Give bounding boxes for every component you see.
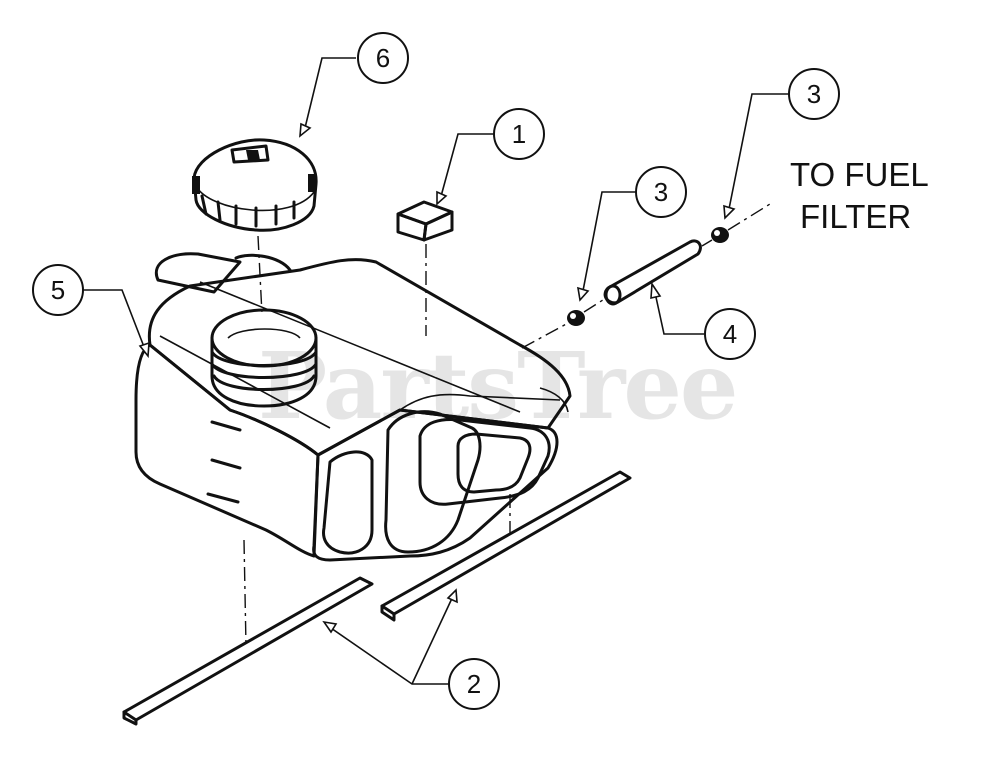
fuel-tank[interactable] — [134, 252, 572, 562]
leader-lines — [82, 57, 790, 685]
hose-clamp-left[interactable] — [567, 310, 585, 326]
balloon-5[interactable]: 5 — [32, 264, 84, 316]
balloon-2-label: 2 — [467, 669, 481, 699]
balloon-3b-label: 3 — [807, 79, 821, 109]
balloon-6[interactable]: 6 — [357, 32, 409, 84]
callout-line-2: FILTER — [800, 198, 911, 235]
balloon-1-label: 1 — [512, 119, 526, 149]
fuel-line[interactable] — [603, 239, 702, 306]
fuel-cap[interactable] — [192, 138, 318, 232]
assembly-center-lines — [243, 203, 771, 647]
balloon-3a-label: 3 — [654, 177, 668, 207]
balloon-4[interactable]: 4 — [704, 308, 756, 360]
hose-clamp-right[interactable] — [711, 227, 729, 243]
tank-mounting-strip-left[interactable] — [122, 576, 374, 726]
balloon-2[interactable]: 2 — [448, 658, 500, 710]
balloon-6-label: 6 — [376, 43, 390, 73]
callout-line-1: TO FUEL — [790, 156, 929, 193]
fuel-tank-pad[interactable] — [396, 200, 454, 242]
balloon-4-label: 4 — [723, 319, 737, 349]
to-fuel-filter-callout: TO FUEL FILTER — [790, 156, 929, 235]
balloon-5-label: 5 — [51, 275, 65, 305]
balloon-3b[interactable]: 3 — [788, 68, 840, 120]
balloon-3a[interactable]: 3 — [635, 166, 687, 218]
balloon-1[interactable]: 1 — [493, 108, 545, 160]
tank-mounting-strip-right[interactable] — [380, 470, 632, 622]
